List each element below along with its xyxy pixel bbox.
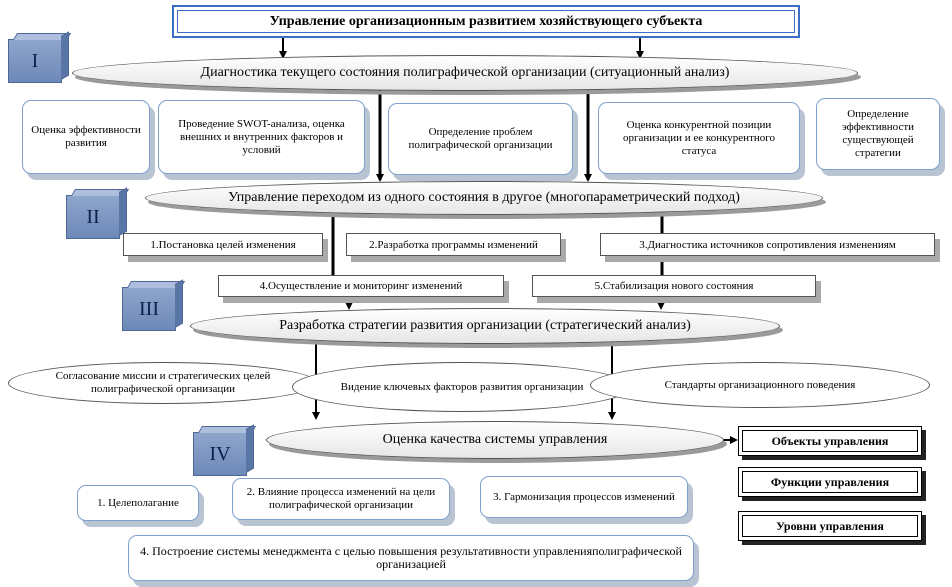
management-functions-label: Функции управления [742,471,918,493]
stage-2-badge: II [66,195,120,239]
stage-3-item-3: Стандарты организационного поведения [590,362,930,408]
management-levels-label: Уровни управления [742,515,918,537]
stage-2-step-4: 4.Осуществление и мониторинг изменений [218,275,504,297]
stage-3-badge: III [122,287,176,331]
stage-1-item-4: Оценка конкурентной позиции организации … [598,102,800,174]
stage-3-item-2: Видение ключевых факторов развития орган… [292,362,632,412]
stage-4-item-2: 2. Влияние процесса изменений на цели по… [232,478,450,520]
stage-4-badge: IV [193,432,247,476]
stage-2-step-5: 5.Стабилизация нового состояния [532,275,816,297]
stage-1-item-3: Определение проблем полиграфической орга… [388,103,573,175]
stage-4-item-3: 3. Гармонизация процессов изменений [480,476,688,518]
stage-1-item-5: Определение эффективности существующей с… [816,98,940,170]
stage-2-step-2: 2.Разработка программы изменений [346,233,561,256]
stage-3-item-1: Согласование миссии и стратегических цел… [8,362,318,404]
management-objects-box: Объекты управления [738,426,922,456]
stage-2-step-1: 1.Постановка целей изменения [123,233,323,256]
diagram-title: Управление организационным развитием хоз… [177,10,795,33]
stage-4-heading: Оценка качества системы управления [266,421,724,459]
stage-1-item-1: Оценка эффективности развития [22,100,150,174]
stage-1-heading: Диагностика текущего состояния полиграфи… [72,55,858,91]
stage-1-item-2: Проведение SWOT-анализа, оценка внешних … [158,100,365,174]
stage-4-item-4: 4. Построение системы менеджмента с цель… [128,535,694,581]
management-functions-box: Функции управления [738,467,922,497]
stage-1-badge: I [8,39,62,83]
diagram-title-box: Управление организационным развитием хоз… [172,5,800,38]
management-objects-label: Объекты управления [742,430,918,452]
stage-3-heading: Разработка стратегии развития организаци… [190,308,780,344]
management-levels-box: Уровни управления [738,511,922,541]
stage-2-heading: Управление переходом из одного состояния… [145,181,823,215]
stage-2-step-3: 3.Диагностика источников сопротивления и… [600,233,935,256]
stage-4-item-1: 1. Целеполагание [77,485,199,521]
